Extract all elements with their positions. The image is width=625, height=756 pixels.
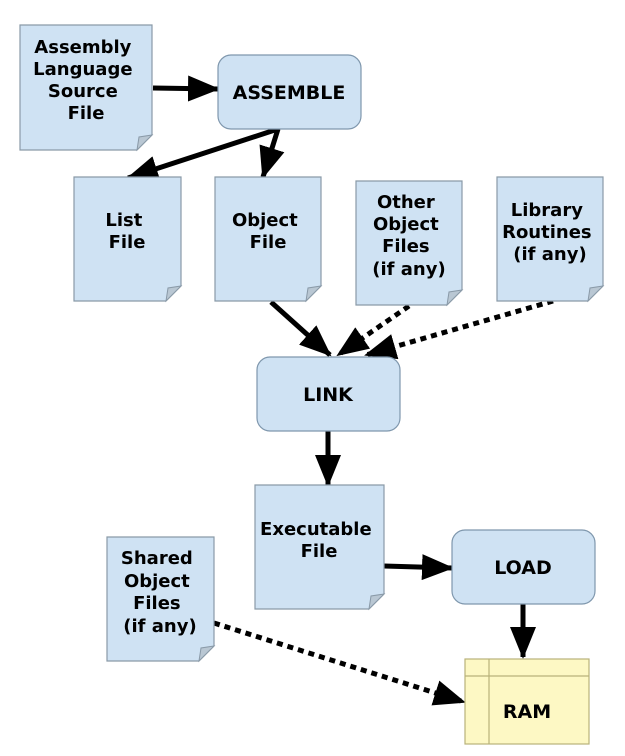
list-file-line-1: List	[105, 210, 142, 231]
shared-object-files-line-2: Object	[124, 571, 190, 592]
process-link: LINK	[256, 356, 401, 432]
assemble-label: ASSEMBLE	[233, 82, 346, 104]
arrow-executable-to-load	[383, 554, 454, 581]
executable-file-line-2: File	[301, 541, 338, 562]
document-object-file: Object File	[214, 176, 323, 303]
document-list-file: List File	[73, 176, 183, 303]
other-object-files-line-2: Object	[373, 214, 439, 235]
folded-corner	[368, 593, 386, 611]
executable-file-line-1: Executable	[260, 519, 372, 540]
shared-object-files-line-1: Shared	[121, 548, 193, 569]
source-file-line-2: Language	[33, 59, 132, 80]
source-file-line-3: Source	[48, 81, 118, 102]
folded-corner	[587, 285, 605, 303]
storage-ram: RAM	[464, 658, 590, 745]
object-file-line-1: Object	[232, 210, 298, 231]
folded-corner	[165, 285, 183, 303]
folded-corner	[446, 289, 464, 307]
process-shape	[256, 356, 401, 432]
object-file-line-2: File	[250, 232, 287, 253]
library-routines-line-1: Library	[511, 200, 583, 221]
arrow-object-to-link	[269, 300, 332, 357]
folded-corner	[198, 645, 216, 663]
document-other-object-files: Other Object Files (if any)	[355, 180, 464, 307]
svg-text:Object File: Object File	[232, 210, 304, 253]
source-file-line-1: Assembly	[34, 37, 131, 58]
folded-corner	[136, 134, 154, 152]
arrow-source-to-assemble	[152, 75, 220, 102]
svg-text:Shared Object File: Shared Object Files (if any)	[121, 548, 199, 637]
svg-text:Library Routines (: Library Routines (if any)	[502, 200, 598, 265]
shared-object-files-line-3: Files	[133, 593, 181, 614]
arrow-shared-objects-to-ram	[213, 620, 466, 706]
link-label: LINK	[303, 384, 354, 406]
document-source-file: Assembly Language Source File	[19, 24, 154, 152]
arrow-assemble-to-list	[126, 126, 279, 182]
arrow-library-to-link	[364, 298, 554, 360]
ram-label: RAM	[503, 701, 551, 723]
svg-text:Other Object Files: Other Object Files (if any)	[372, 192, 445, 280]
process-assemble: ASSEMBLE	[217, 54, 362, 130]
other-object-files-line-4: (if any)	[372, 259, 445, 280]
list-file-line-2: File	[109, 232, 146, 253]
folded-corner	[305, 285, 323, 303]
library-routines-line-3: (if any)	[513, 244, 586, 265]
source-file-line-4: File	[68, 103, 105, 124]
process-shape	[217, 54, 362, 130]
other-object-files-line-3: Files	[382, 236, 430, 257]
connectors	[126, 75, 554, 706]
arrow-assemble-to-object	[259, 128, 285, 179]
library-routines-line-2: Routines	[502, 222, 592, 243]
document-executable-file: Executable File	[254, 484, 386, 611]
svg-text:Assembly Language: Assembly Language Source File	[33, 37, 139, 124]
ram-shape	[464, 658, 590, 745]
svg-text:List File: List File	[105, 210, 148, 253]
document-library-routines: Library Routines (if any)	[496, 176, 605, 303]
shared-object-files-line-4: (if any)	[123, 616, 196, 637]
process-load: LOAD	[451, 529, 596, 605]
other-object-files-line-1: Other	[377, 192, 435, 213]
load-label: LOAD	[494, 557, 552, 579]
arrow-other-objects-to-link	[336, 303, 411, 358]
document-shared-object-files: Shared Object Files (if any)	[106, 536, 216, 663]
process-shape	[451, 529, 596, 605]
svg-text:Executable File: Executable File	[260, 519, 378, 562]
